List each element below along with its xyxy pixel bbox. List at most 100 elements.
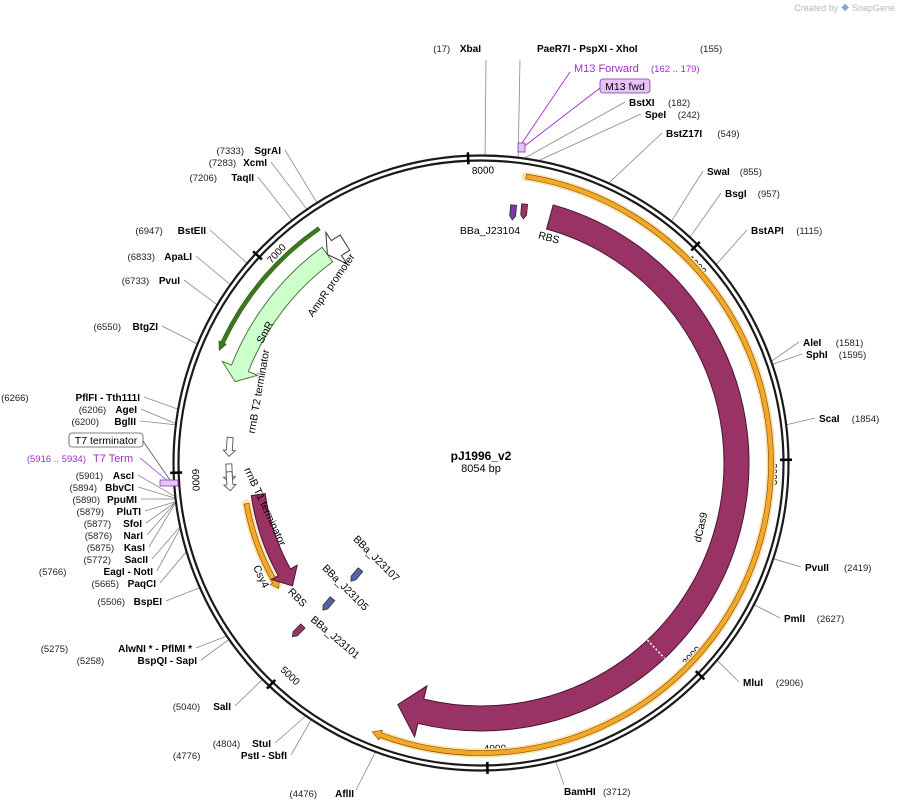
site-name: BspEI bbox=[134, 597, 163, 608]
site-leader-line bbox=[148, 502, 176, 548]
site-leader-line bbox=[209, 229, 248, 264]
site-name: SacII bbox=[125, 555, 149, 566]
site-name: BtgZI bbox=[132, 322, 158, 333]
m13-primer-mark bbox=[517, 142, 526, 153]
site-position: (6947) bbox=[135, 226, 162, 237]
site-name: NarI bbox=[124, 531, 144, 542]
plasmid-size: 8054 bp bbox=[461, 463, 501, 475]
bba-j23107-glyph bbox=[350, 567, 364, 582]
feature-label: BBa_J23104 bbox=[460, 225, 520, 237]
t7-term-label: T7 Term bbox=[93, 453, 133, 465]
site-leader-line bbox=[771, 341, 800, 362]
site-leader-line bbox=[143, 396, 178, 410]
rbs-upper-glyph bbox=[520, 203, 528, 220]
site-leader-line bbox=[671, 170, 704, 222]
site-leader-line bbox=[717, 660, 740, 683]
site-leader-line bbox=[183, 279, 218, 305]
site-leader-line bbox=[257, 176, 293, 221]
site-position: (4804) bbox=[213, 739, 240, 750]
credit-text: Created by bbox=[794, 2, 839, 13]
restriction-site-label: SphI(1595) bbox=[806, 350, 866, 361]
restriction-site-label: BtgZI (6550) bbox=[94, 322, 159, 333]
bp-tick-label: 6000 bbox=[189, 469, 201, 492]
m13-forward-position: (162 .. 179) bbox=[651, 64, 700, 75]
restriction-site-label: PmlI(2627) bbox=[784, 614, 844, 625]
site-leader-line bbox=[200, 639, 229, 661]
site-leader-line bbox=[151, 526, 181, 560]
site-leader-line bbox=[689, 192, 722, 238]
site-position: (5879) bbox=[77, 507, 104, 518]
restriction-site-label: KasI(5875) bbox=[87, 543, 145, 554]
site-leader-line bbox=[772, 353, 803, 365]
site-name: AleI bbox=[803, 338, 822, 349]
site-name: AscI bbox=[113, 471, 134, 482]
site-position: (5258) bbox=[77, 656, 104, 667]
bp-tick-mark bbox=[266, 679, 277, 690]
m13-forward-label: M13 Forward bbox=[574, 63, 639, 75]
site-name: SalI bbox=[213, 702, 231, 713]
site-leader-line bbox=[284, 149, 318, 203]
restriction-site-label: AleI(1581) bbox=[803, 338, 863, 349]
site-position: (5275) bbox=[41, 644, 68, 655]
site-leader-line bbox=[524, 101, 626, 159]
site-position: (7283) bbox=[209, 158, 236, 169]
site-position: (4476) bbox=[290, 789, 317, 800]
site-position: (5040) bbox=[173, 702, 200, 713]
site-name: ApaLI bbox=[164, 252, 192, 263]
site-position: (6550) bbox=[94, 322, 121, 333]
site-name: EagI - NotI bbox=[104, 567, 154, 578]
credit-brand: SnapGene bbox=[851, 2, 895, 13]
site-leader-line bbox=[145, 501, 176, 524]
site-leader-line bbox=[156, 528, 181, 572]
site-leader-line bbox=[137, 486, 176, 499]
site-name: ScaI bbox=[819, 414, 840, 425]
restriction-site-label: SwaI(855) bbox=[707, 167, 762, 178]
restriction-site-label: PaqCI(5665) bbox=[92, 579, 157, 590]
site-name: BspQI - SapI bbox=[138, 656, 198, 667]
site-position: (155) bbox=[700, 44, 722, 55]
site-position: (5901) bbox=[76, 471, 103, 482]
site-position: (5772) bbox=[84, 555, 111, 566]
site-position: (242) bbox=[678, 110, 700, 121]
site-name: SfoI bbox=[123, 519, 142, 530]
site-position: (6266) bbox=[1, 393, 28, 404]
site-leader-line bbox=[161, 325, 198, 345]
site-name: BstXI bbox=[629, 98, 655, 109]
site-name: BbvCI bbox=[105, 483, 134, 494]
restriction-site-label: PvuI(6733) bbox=[122, 276, 180, 287]
site-leader-line bbox=[608, 132, 663, 184]
restriction-site-label: SpeI(242) bbox=[645, 110, 700, 121]
site-position: (6206) bbox=[79, 405, 106, 416]
site-leader-line bbox=[234, 679, 263, 707]
restriction-site-label: PpuMI(5890) bbox=[73, 495, 138, 506]
restriction-site-label: PflFI - Tth111I(6266) bbox=[1, 393, 140, 404]
snapgene-logo-icon: ◆ bbox=[841, 2, 849, 13]
snapgene-credit: Created by ◆ SnapGene bbox=[794, 2, 895, 13]
site-name: BamHI bbox=[564, 787, 596, 798]
site-leader-line bbox=[773, 558, 802, 568]
site-leader-line bbox=[140, 408, 176, 424]
csy4-arc bbox=[250, 493, 298, 587]
restriction-site-label: ScaI(1854) bbox=[819, 414, 879, 425]
restriction-site-label: BsgI(957) bbox=[725, 189, 780, 200]
rrnb-t1-terminator-arc-2-shape bbox=[222, 471, 237, 492]
bba-j23105-glyph bbox=[322, 596, 336, 611]
bba-j23101-glyph-shape bbox=[291, 623, 306, 638]
restriction-site-label: PvuII(2419) bbox=[805, 563, 871, 574]
plasmid-backbone bbox=[172, 154, 790, 772]
bp-tick-mark bbox=[690, 241, 701, 252]
plasmid-name: pJ1996_v2 bbox=[451, 449, 512, 463]
site-leader-line bbox=[139, 420, 176, 426]
bba-j23105-glyph-shape bbox=[322, 596, 336, 611]
site-position: (5876) bbox=[85, 531, 112, 542]
restriction-site-label: PluTI(5879) bbox=[77, 507, 142, 518]
backbone-outer bbox=[172, 154, 790, 772]
site-leader-line bbox=[144, 501, 176, 512]
site-position: (2419) bbox=[844, 563, 871, 574]
bba-j23104-glyph-shape bbox=[509, 204, 517, 221]
site-position: (855) bbox=[740, 167, 762, 178]
restriction-site-label: StuI(4804) bbox=[213, 739, 271, 750]
restriction-site-label: BstAPI(1115) bbox=[751, 226, 822, 237]
site-name: BglII bbox=[114, 417, 136, 428]
site-position: (4776) bbox=[173, 751, 200, 762]
